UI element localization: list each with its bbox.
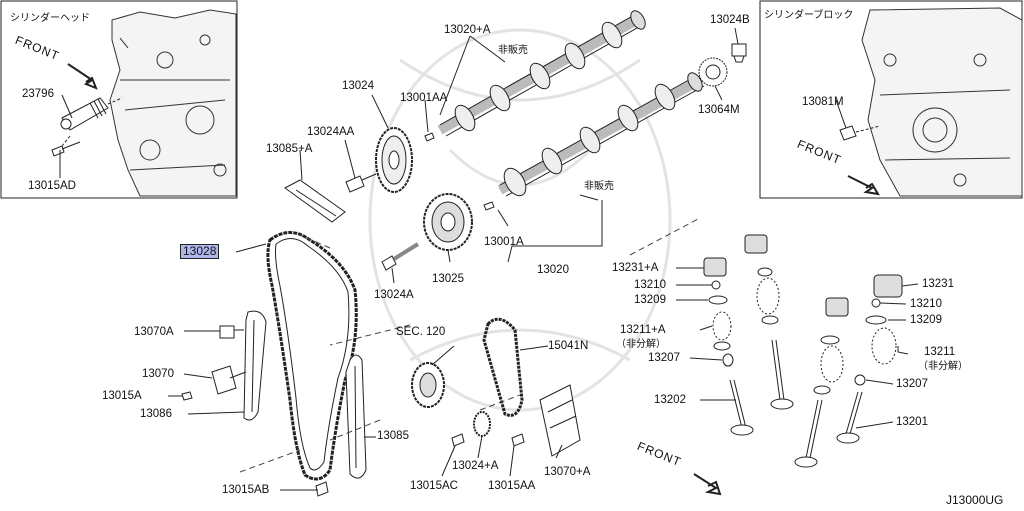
camshaft-exhaust [437, 10, 646, 137]
label-13070A[interactable]: 13070A [134, 326, 174, 338]
bolt-13015AB [315, 481, 329, 497]
sprocket-13024 [375, 127, 413, 193]
label-13015AB[interactable]: 13015AB [222, 484, 270, 496]
label-13085-plus-A[interactable]: 13085+A [266, 143, 313, 155]
camshaft-intake [497, 72, 705, 197]
label-15041N[interactable]: 15041N [548, 340, 589, 352]
oil-pump-chain [482, 317, 524, 417]
label-13015A[interactable]: 13015A [102, 390, 142, 402]
label-not-sold-2: 非販売 [584, 181, 614, 192]
label-13209-in[interactable]: 13209 [910, 314, 942, 326]
label-13028-highlighted[interactable]: 13028 [180, 244, 220, 259]
label-13015AC[interactable]: 13015AC [410, 480, 458, 492]
label-13210-in[interactable]: 13210 [910, 298, 942, 310]
front-arrow-left [67, 63, 98, 90]
front-arrow-bottom [693, 473, 722, 496]
label-13020-plus-A[interactable]: 13020+A [444, 24, 491, 36]
label-13064M[interactable]: 13064M [698, 104, 740, 116]
label-13024B[interactable]: 13024B [710, 14, 750, 26]
sensor-23796 [60, 97, 123, 131]
label-not-sold-1: 非販売 [498, 45, 528, 56]
bolt-13024A [381, 242, 420, 271]
label-13231[interactable]: 13231 [922, 278, 954, 290]
label-13025[interactable]: 13025 [432, 273, 464, 285]
label-13211[interactable]: 13211 [924, 346, 956, 358]
label-13085[interactable]: 13085 [377, 430, 409, 442]
bolt-13015AA [511, 433, 525, 447]
plug-13081M [839, 125, 881, 141]
label-13070[interactable]: 13070 [142, 368, 174, 380]
crank-sprocket-sec120 [411, 362, 445, 408]
cylinder-block-sketch [861, 7, 1023, 197]
sensor-plate [698, 57, 728, 87]
vtc-13025 [423, 193, 473, 251]
label-13201[interactable]: 13201 [896, 416, 928, 428]
tensioner-13070-plus-A [539, 384, 581, 457]
label-13231-plus-A[interactable]: 13231+A [612, 262, 659, 274]
cylinder-head-sketch [109, 9, 237, 197]
tensioner-13070 [211, 365, 247, 395]
label-13211-plus-A[interactable]: 13211+A [620, 324, 666, 336]
label-23796[interactable]: 23796 [22, 88, 54, 100]
label-13015AD[interactable]: 13015AD [28, 180, 76, 192]
slack-guide [243, 310, 267, 421]
label-13209-ex[interactable]: 13209 [634, 294, 666, 306]
label-13081M[interactable]: 13081M [802, 96, 844, 108]
label-13001AA[interactable]: 13001AA [400, 92, 448, 104]
label-13207-ex[interactable]: 13207 [648, 352, 680, 364]
chain-guide-13085 [345, 354, 367, 479]
timing-chain [266, 231, 358, 481]
label-13024A[interactable]: 13024A [374, 289, 414, 301]
label-13210-ex[interactable]: 13210 [634, 279, 666, 291]
projection-lines [239, 217, 701, 473]
bolt-13015A [181, 391, 193, 401]
leader-lines [59, 27, 919, 491]
label-13001A[interactable]: 13001A [484, 236, 524, 248]
valve-train-exhaust [703, 234, 794, 436]
label-sec-120[interactable]: SEC. 120 [396, 326, 446, 338]
front-arrow-right [847, 175, 880, 196]
chain-guide-top [284, 179, 346, 223]
label-non-disassembly-ex: （非分解） [616, 339, 666, 350]
diagram-id: J13000UG [946, 493, 1004, 507]
label-13024AA[interactable]: 13024AA [307, 126, 355, 138]
label-13202[interactable]: 13202 [654, 394, 686, 406]
label-non-disassembly-in: （非分解） [918, 361, 968, 372]
label-13207-in[interactable]: 13207 [896, 378, 928, 390]
inset-title-cylinder-block: シリンダーブロック [764, 10, 854, 21]
bolt-13024B [731, 43, 747, 63]
bolt-13015AC [451, 433, 465, 447]
label-13070-plus-A[interactable]: 13070+A [544, 466, 591, 478]
label-13015AA[interactable]: 13015AA [488, 480, 536, 492]
label-13086[interactable]: 13086 [140, 408, 172, 420]
bolt-13024AA [345, 173, 377, 193]
bolt-13015AD [51, 141, 81, 157]
tensioner-13070A [219, 325, 244, 339]
label-13024[interactable]: 13024 [342, 80, 374, 92]
label-13020[interactable]: 13020 [537, 264, 569, 276]
bolt-13001A [483, 201, 495, 211]
valve-train-intake [794, 274, 903, 468]
label-13024-plus-A[interactable]: 13024+A [452, 460, 499, 472]
sprocket-13024A-plus [473, 411, 491, 437]
inset-title-cylinder-head: シリンダーヘッド [10, 13, 90, 24]
bolt-13001AA [424, 132, 435, 142]
